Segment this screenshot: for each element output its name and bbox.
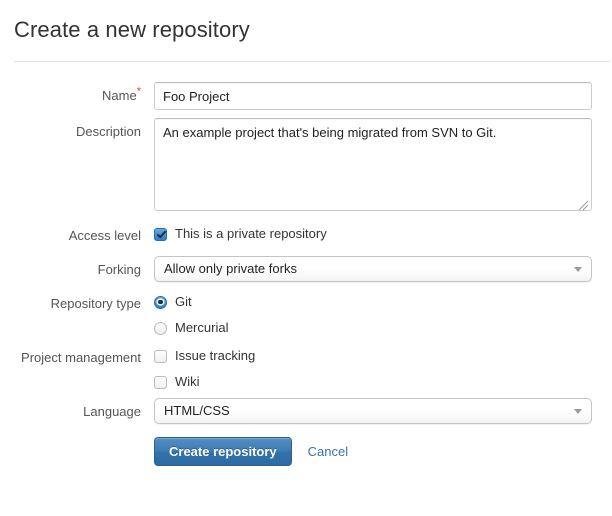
form-row-access-level: Access level This is a private repositor…	[0, 222, 612, 248]
name-input[interactable]	[154, 82, 592, 110]
name-label-text: Name	[102, 88, 137, 103]
forking-label: Forking	[97, 262, 141, 277]
description-textarea[interactable]	[154, 118, 592, 211]
repository-type-option-git[interactable]: Git	[154, 290, 592, 314]
form-row-language: Language HTML/CSS	[0, 398, 612, 424]
forking-field-col: Allow only private forks	[154, 256, 612, 282]
private-repository-checkbox[interactable]	[154, 227, 167, 241]
form-actions: Create repository Cancel	[154, 432, 592, 466]
create-repository-button[interactable]: Create repository	[154, 437, 292, 466]
page-title: Create a new repository	[14, 17, 250, 42]
actions-field-col: Create repository Cancel	[154, 432, 612, 466]
form-row-forking: Forking Allow only private forks	[0, 256, 612, 282]
project-management-option-wiki[interactable]: Wiki	[154, 370, 592, 394]
create-repository-form: Name* Description Access level This is a…	[0, 62, 612, 466]
repository-type-radio-git[interactable]	[154, 295, 167, 309]
repository-type-radio-mercurial[interactable]	[154, 321, 167, 335]
forking-select-wrap[interactable]: Allow only private forks	[154, 256, 592, 282]
name-field-col	[154, 82, 612, 110]
language-field-col: HTML/CSS	[154, 398, 612, 424]
form-row-repository-type: Repository type Git Mercurial	[0, 290, 612, 342]
description-field-col	[154, 118, 612, 214]
issue-tracking-checkbox[interactable]	[154, 349, 167, 363]
access-level-field-col: This is a private repository	[154, 222, 612, 248]
project-management-option-issue-tracking[interactable]: Issue tracking	[154, 344, 592, 368]
language-select[interactable]: HTML/CSS	[154, 398, 592, 424]
form-row-actions: Create repository Cancel	[0, 432, 612, 466]
project-management-label: Project management	[21, 350, 141, 365]
form-row-project-management: Project management Issue tracking Wiki	[0, 344, 612, 396]
title-divider	[14, 61, 610, 62]
repository-type-label-mercurial: Mercurial	[175, 320, 229, 335]
language-label: Language	[83, 404, 141, 419]
repository-type-label: Repository type	[50, 296, 141, 311]
repository-type-label-git: Git	[175, 294, 192, 309]
name-label: Name*	[0, 82, 154, 105]
form-row-name: Name*	[0, 82, 612, 110]
private-repository-option[interactable]: This is a private repository	[154, 222, 592, 246]
cancel-link[interactable]: Cancel	[307, 444, 349, 459]
repository-type-option-mercurial[interactable]: Mercurial	[154, 316, 592, 340]
language-select-wrap[interactable]: HTML/CSS	[154, 398, 592, 424]
form-row-description: Description	[0, 118, 612, 214]
description-label: Description	[75, 124, 141, 139]
wiki-label: Wiki	[175, 374, 200, 389]
private-repository-label: This is a private repository	[175, 226, 327, 241]
required-asterisk: *	[136, 85, 141, 98]
forking-select[interactable]: Allow only private forks	[154, 256, 592, 282]
access-level-label: Access level	[68, 228, 141, 243]
issue-tracking-label: Issue tracking	[175, 348, 256, 363]
wiki-checkbox[interactable]	[154, 375, 167, 389]
repository-type-field-col: Git Mercurial	[154, 290, 612, 342]
project-management-field-col: Issue tracking Wiki	[154, 344, 612, 396]
description-wrap	[154, 118, 592, 214]
